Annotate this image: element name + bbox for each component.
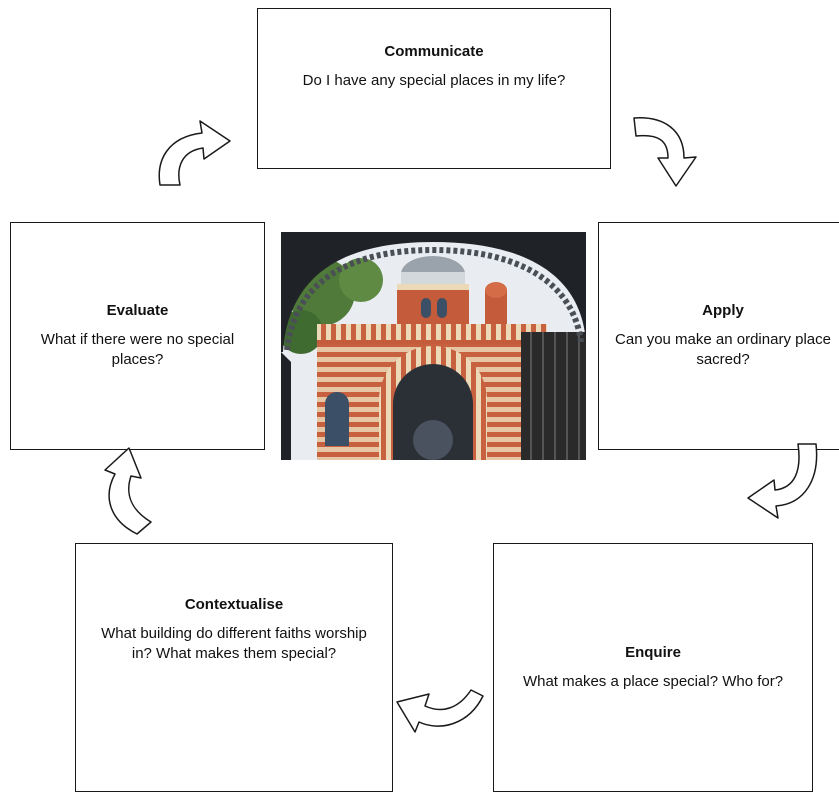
stage-contextualise: Contextualise What building do different… (75, 543, 393, 792)
curved-arrow-icon (158, 120, 231, 186)
stage-communicate: Communicate Do I have any special places… (257, 8, 611, 169)
stage-enquire-question: What makes a place special? Who for? (522, 672, 784, 690)
stage-communicate-question: Do I have any special places in my life? (302, 72, 566, 89)
curved-arrow-icon (633, 117, 697, 187)
stage-apply: Apply Can you make an ordinary place sac… (598, 222, 839, 450)
stage-apply-question: Can you make an ordinary place sacred? (615, 331, 831, 368)
stage-enquire-title: Enquire (625, 643, 681, 661)
synagogue-photo (281, 232, 586, 460)
curved-arrow-icon (396, 689, 484, 733)
stage-communicate-title: Communicate (384, 43, 484, 60)
synagogue-illustration (281, 232, 586, 460)
stage-contextualise-question: What building do different faiths worshi… (101, 625, 367, 662)
stage-enquire: Enquire What makes a place special? Who … (493, 543, 813, 792)
stage-evaluate: Evaluate What if there were no special p… (10, 222, 265, 450)
curved-arrow-icon (747, 443, 818, 519)
stage-evaluate-question: What if there were no special places? (40, 331, 235, 368)
stage-contextualise-title: Contextualise (184, 596, 284, 613)
stage-evaluate-title: Evaluate (106, 302, 169, 319)
curved-arrow-icon (104, 447, 152, 535)
stage-apply-title: Apply (702, 302, 744, 319)
